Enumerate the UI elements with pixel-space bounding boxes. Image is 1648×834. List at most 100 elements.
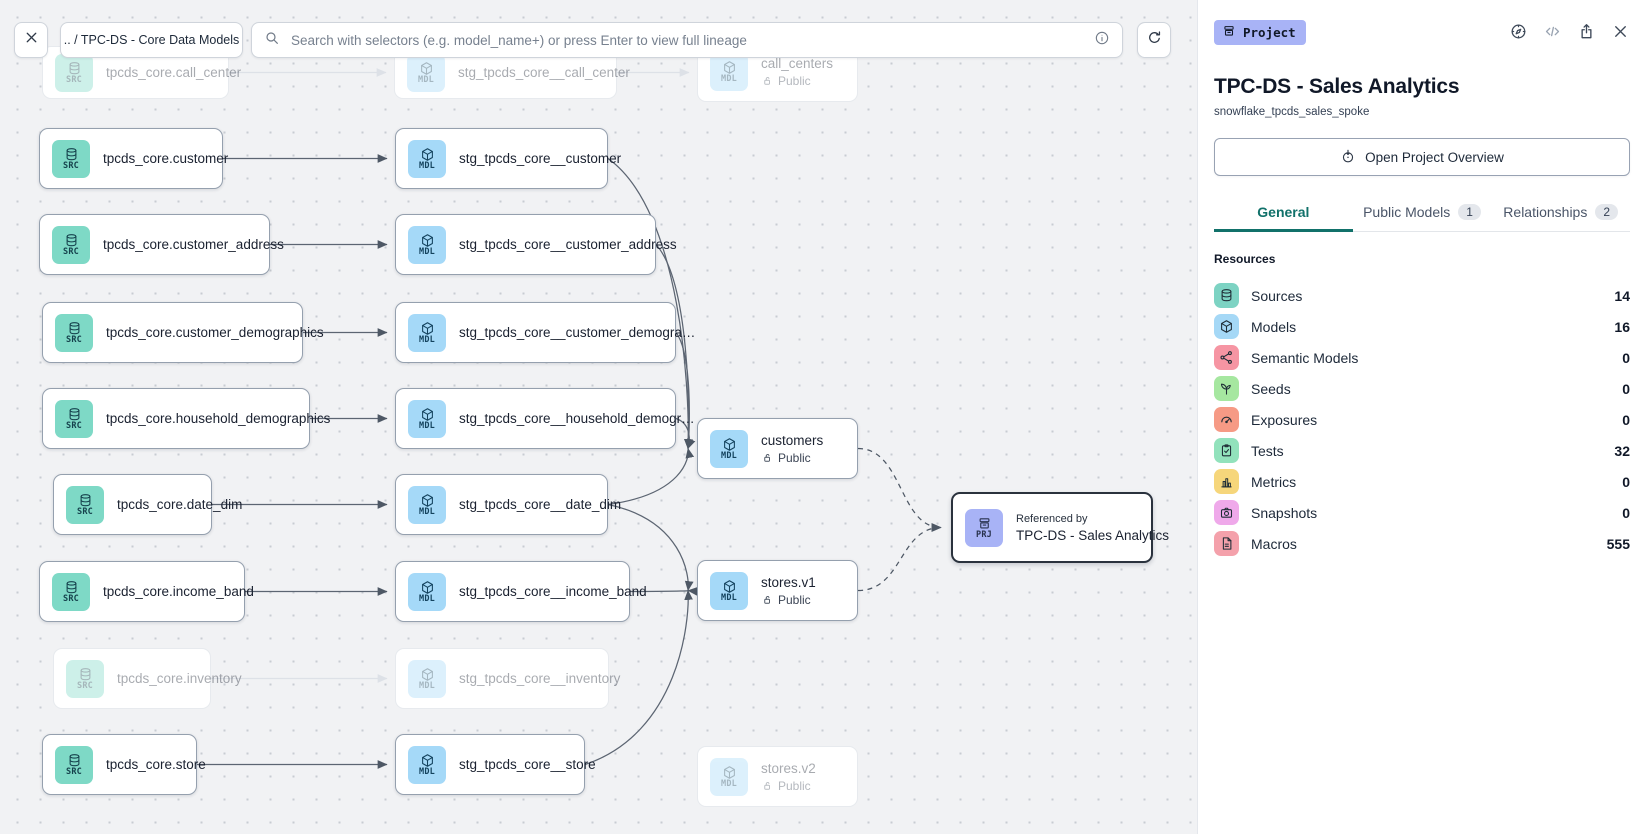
seed-icon [1214,376,1239,401]
mdl-node-badge: MDL [408,572,446,611]
node-type-label: SRC [77,680,93,691]
node-type-label: SRC [63,246,79,257]
code-icon[interactable] [1543,22,1562,41]
cube-icon [420,407,435,422]
graph-node-src-store[interactable]: SRC tpcds_core.store [42,734,206,795]
node-access-label: Public [778,592,811,607]
resources-heading: Resources [1214,252,1276,266]
resource-count: 14 [1614,287,1630,304]
mdl-node-badge: MDL [408,139,446,178]
node-type-label: MDL [419,334,435,345]
cube-icon [722,60,737,75]
lineage-search-bar [251,22,1123,58]
breadcrumb-label: .. / TPC-DS - Core Data Models [63,33,240,47]
tab-count-badge: 1 [1458,204,1481,220]
edge-mdl-customer-demographics-to-pub-customers [675,332,694,450]
graph-node-src-customer-demographics[interactable]: SRC tpcds_core.customer_demographics [42,302,324,363]
tab-label: Public Models [1363,204,1451,220]
node-type-label: MDL [419,593,435,604]
node-type-label: SRC [63,160,79,171]
tab-general[interactable]: General [1214,196,1353,232]
node-access: Public [761,74,833,88]
node-title: stg_tpcds_core__inventory [459,671,621,686]
graph-node-src-inventory[interactable]: SRC tpcds_core.inventory [53,648,242,709]
tab-label: General [1257,204,1310,220]
graph-node-src-customer-address[interactable]: SRC tpcds_core.customer_address [39,214,284,275]
node-title: tpcds_core.store [106,757,206,772]
node-type-label: MDL [721,74,737,84]
node-title: customers [761,432,824,448]
cube-icon [722,765,737,780]
cube-icon [722,579,737,594]
node-access: Public [761,593,816,607]
info-icon[interactable] [1094,30,1110,51]
semantic-model-icon [1214,345,1239,370]
overview-target-icon [1340,148,1356,167]
tab-public-models[interactable]: Public Models 1 [1353,196,1492,231]
node-type-label: MDL [419,506,435,517]
graph-node-mdl-customer-demographics[interactable]: MDL stg_tpcds_core__customer_demogra… [395,302,696,363]
resource-label: Tests [1251,442,1284,459]
search-input[interactable] [289,31,1085,49]
open-project-overview-button[interactable]: Open Project Overview [1214,138,1630,176]
src-node-badge: SRC [52,225,90,264]
node-type-label: SRC [66,334,82,345]
src-node-badge: SRC [55,745,93,784]
database-icon [67,753,82,768]
edge-pub-stores-v1-to-prj-sales-analytics [857,523,942,592]
edge-pub-customers-to-prj-sales-analytics [857,447,942,532]
node-access: Public [761,779,816,793]
node-type-label: PRJ [976,529,992,540]
close-panel-icon[interactable] [1611,22,1630,41]
mdl-node-badge: MDL [408,485,446,524]
refresh-lineage-button[interactable] [1137,22,1171,58]
src-node-badge: SRC [52,572,90,611]
resource-count: 16 [1614,318,1630,335]
node-title: tpcds_core.customer_address [103,237,284,252]
breadcrumb[interactable]: .. / TPC-DS - Core Data Models [60,22,243,58]
resource-count: 0 [1622,349,1630,366]
node-title: tpcds_core.inventory [117,671,242,686]
share-icon[interactable] [1577,22,1596,41]
lock-open-icon [761,452,773,464]
node-type-label: SRC [66,74,82,85]
node-type-label: MDL [721,450,737,461]
test-icon [1214,438,1239,463]
database-icon [64,233,79,248]
close-lineage-button[interactable] [14,22,48,58]
node-title: tpcds_core.income_band [103,584,254,599]
node-title: stg_tpcds_core__customer_demogra… [459,325,696,340]
cube-icon [420,667,435,682]
resource-count: 555 [1606,535,1630,552]
tab-count-badge: 2 [1595,204,1619,220]
node-title: stg_tpcds_core__customer_address [459,237,677,252]
node-title: tpcds_core.customer_demographics [106,325,324,340]
explore-compass-icon[interactable] [1509,22,1528,41]
src-node-badge: SRC [55,53,93,92]
node-type-label: MDL [418,74,434,85]
src-node-badge: SRC [66,485,104,524]
project-icon [1222,24,1236,41]
snapshot-icon [1214,500,1239,525]
graph-node-src-income-band[interactable]: SRC tpcds_core.income_band [39,561,254,622]
